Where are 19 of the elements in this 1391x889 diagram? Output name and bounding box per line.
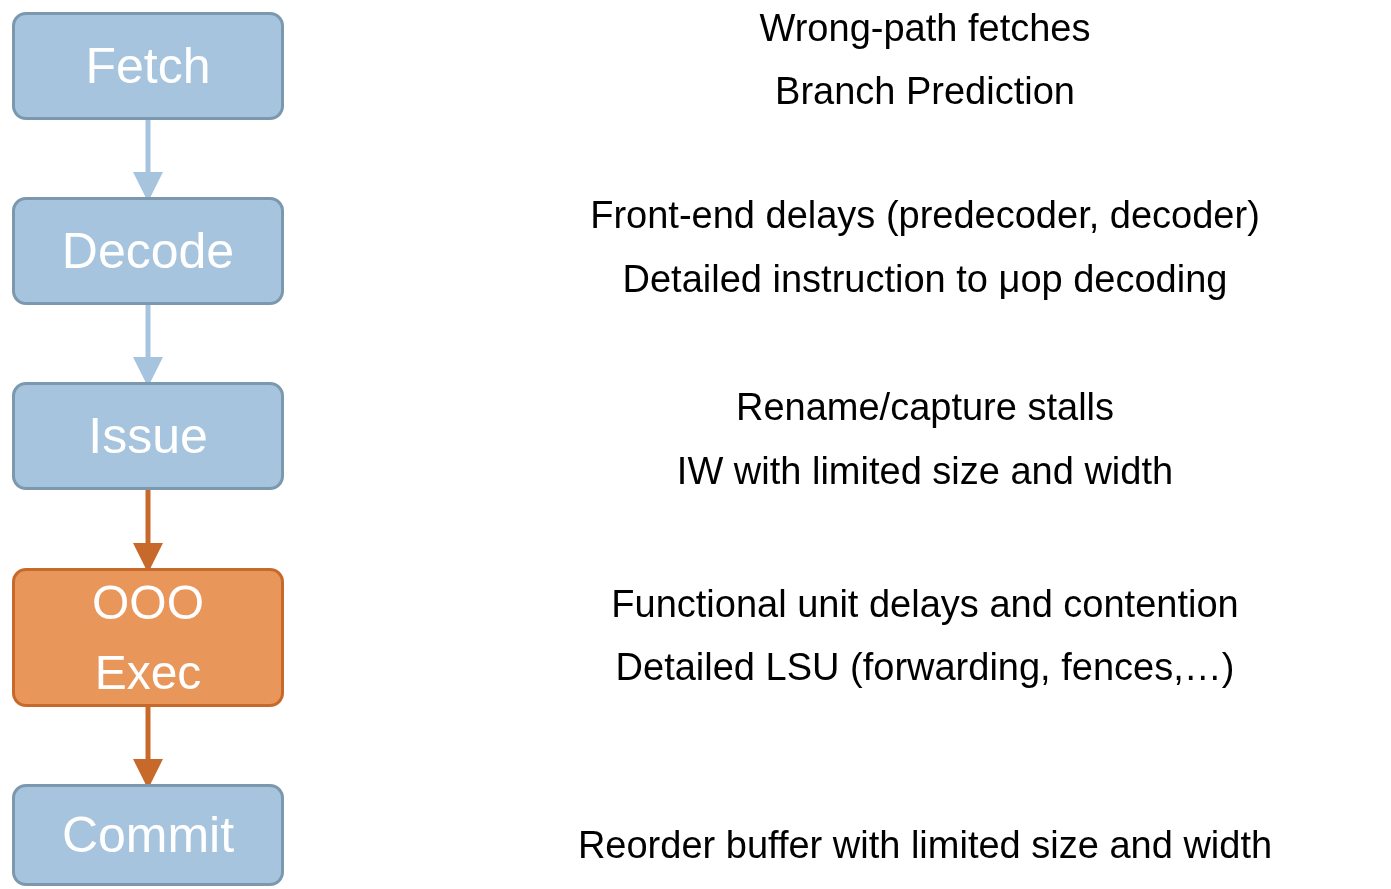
process-box: [12, 382, 284, 490]
note-text: Detailed LSU (forwarding, fences,…): [614, 648, 1236, 686]
process-box: [12, 197, 284, 305]
process-box: [12, 12, 284, 120]
note-text: Front-end delays (predecoder, decoder): [589, 196, 1261, 234]
process-box: [12, 568, 284, 707]
note-text: IW with limited size and width: [675, 452, 1175, 490]
note-text: Reorder buffer with limited size and width: [576, 826, 1274, 864]
note-text: Branch Prediction: [774, 72, 1076, 110]
box-label: Issue: [88, 406, 208, 466]
note-text: Rename/capture stalls: [734, 388, 1116, 426]
box-label: OOO Exec: [91, 574, 205, 701]
process-box: [12, 784, 284, 886]
note-text: Functional unit delays and contention: [610, 585, 1240, 623]
note-text: Detailed instruction to μop decoding: [621, 260, 1229, 298]
box-label: Fetch: [85, 36, 211, 96]
box-label: Decode: [61, 221, 235, 281]
box-label: Commit: [61, 805, 235, 865]
note-text: Wrong-path fetches: [758, 9, 1092, 47]
